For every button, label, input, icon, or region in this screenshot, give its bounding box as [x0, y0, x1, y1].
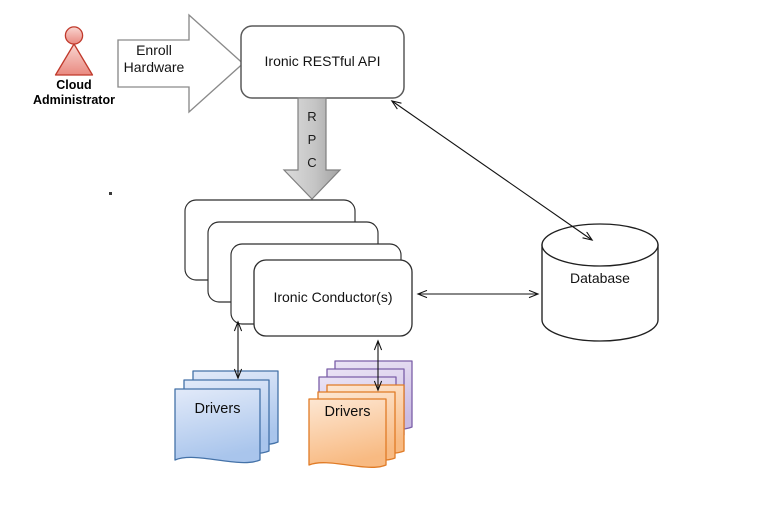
connector-api-to-database — [392, 101, 592, 240]
rpc-arrow — [282, 97, 342, 200]
database-cylinder — [541, 223, 659, 342]
drivers-orange-stack — [308, 360, 413, 468]
ironic-restful-api-box — [240, 25, 405, 99]
drivers-blue-stack — [174, 370, 279, 464]
cloud-administrator-icon — [54, 26, 94, 76]
stray-dot-icon — [109, 192, 112, 195]
conductor-layer-front — [253, 259, 413, 337]
enroll-hardware-arrow — [117, 13, 245, 114]
drivers-orange-layer-1 — [308, 398, 387, 468]
ironic-conductor-stack — [184, 199, 413, 337]
drivers-blue-layer-1 — [174, 388, 261, 464]
